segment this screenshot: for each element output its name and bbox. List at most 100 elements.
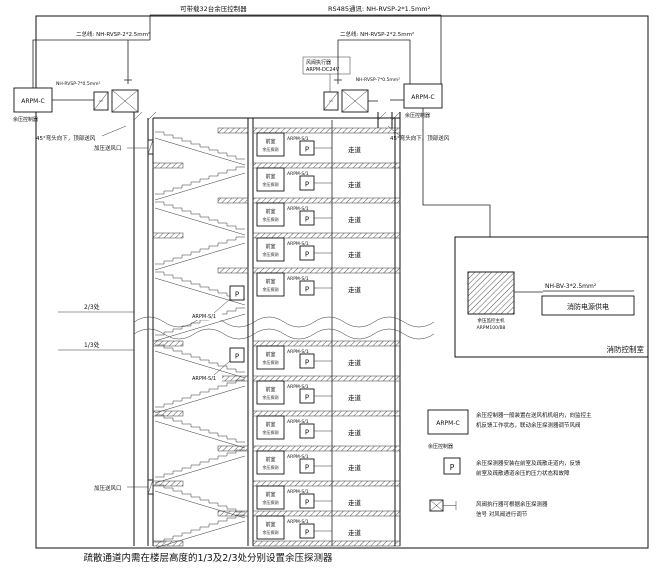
corridor-label: 走道 — [348, 428, 362, 437]
power-wire-label: NH-BV-3*2.5mm² — [545, 283, 597, 290]
stair-landing — [217, 267, 249, 274]
stair-flight-icon — [154, 166, 246, 201]
stair-landing — [217, 127, 249, 134]
unit-label: ARPM-S/1 — [287, 206, 309, 212]
right-elbow-note: 45°弯头向下，顶部送风 — [390, 134, 450, 142]
anteroom-box — [256, 515, 285, 540]
legend-controller-caption: 余压控制器 — [428, 443, 453, 450]
stair-flight-icon — [154, 414, 246, 449]
air-outlet-blade-upper — [147, 139, 154, 155]
stair-landing — [217, 445, 249, 452]
left-elbow-note: 45°弯头向下，顶部送风 — [36, 134, 96, 142]
anteroom-box — [256, 450, 285, 475]
anteroom-label-2: 余压探测 — [263, 216, 279, 222]
corridor-label: 走道 — [348, 528, 362, 537]
stair-landing — [152, 232, 184, 239]
unit-label: ARPM-S/1 — [287, 419, 309, 425]
rs485-label: RS485通讯: NH-RVSP-2*1.5mm² — [328, 4, 431, 13]
floor-slab — [252, 445, 401, 452]
building-walls — [133, 112, 401, 546]
anteroom-label-1: 前室 — [265, 243, 275, 250]
anteroom-label-1: 前室 — [265, 521, 275, 528]
left-controller-name: ARPM-C — [21, 98, 44, 105]
anteroom-label-2: 余压探测 — [263, 359, 279, 365]
anteroom-label-2: 余压探测 — [263, 146, 279, 152]
floor-slab — [252, 267, 401, 274]
detector-letter: P — [305, 359, 309, 367]
break-line-lower — [133, 328, 435, 340]
anteroom-box — [256, 237, 285, 262]
corridor-label: 走道 — [348, 285, 362, 294]
junction-plus-icon — [124, 76, 342, 84]
stair-detector-box-lower — [229, 347, 245, 363]
monitor-host-icon — [467, 271, 515, 315]
unit-label: ARPM-S/1 — [287, 519, 309, 525]
detector-letter: P — [305, 146, 309, 154]
left-damper-blade — [93, 91, 109, 111]
detector-letter: P — [305, 251, 309, 259]
bottom-caption: 疏散通道内需在楼层高度的1/3及2/3处分别设置余压探测器 — [83, 552, 333, 564]
right-fan-blades — [341, 89, 369, 113]
anteroom-label-1: 前室 — [265, 421, 275, 428]
unit-label: ARPM-S/1 — [287, 349, 309, 355]
corridor-label: 走道 — [348, 358, 362, 367]
floor-slab — [252, 410, 401, 417]
air-outlet-label-upper: 加压送风口 — [94, 144, 122, 152]
anteroom-label-1: 前室 — [265, 138, 275, 145]
floor-slab — [252, 510, 401, 517]
unit-label: ARPM-S/1 — [287, 384, 309, 390]
anteroom-box — [256, 485, 285, 510]
legend-actuator-desc-2: 信号 对风阀进行调节 — [476, 510, 528, 518]
detector-letter: P — [305, 286, 309, 294]
label-backing — [190, 373, 222, 382]
floor-slab — [252, 540, 401, 547]
corridor-label: 走道 — [348, 180, 362, 189]
right-controller-name: ARPM-C — [411, 94, 434, 101]
stair-detector-box-upper — [229, 285, 245, 301]
detector-letter: P — [305, 529, 309, 537]
floor-slab — [252, 375, 401, 382]
anteroom-label-1: 前室 — [265, 278, 275, 285]
control-room-label: 消防控制室 — [607, 344, 645, 354]
legend-detector-symbol: P — [450, 463, 455, 472]
anteroom-box — [256, 415, 285, 440]
bus-left-label: 二总线: NH-RVSP-2*2.5mm² — [76, 30, 150, 38]
left-controller-caption: 余压控制器 — [13, 116, 38, 123]
floor-slab — [252, 162, 401, 169]
legend-controller-desc-1: 余压控制器一般装置在送风机机组内，向监控主 — [476, 411, 592, 419]
actuator-label-1: 风阀执行器 — [306, 59, 331, 66]
stair-landing — [217, 197, 249, 204]
anteroom-label-2: 余压探测 — [263, 464, 279, 470]
corridor-label: 走道 — [348, 250, 362, 259]
left-elbow-leader — [101, 125, 127, 137]
anteroom-label-1: 前室 — [265, 456, 275, 463]
anteroom-label-1: 前室 — [265, 386, 275, 393]
unit-label: ARPM-S/1 — [287, 241, 309, 247]
corridor-label: 走道 — [348, 393, 362, 402]
legend-actuator-glyph — [429, 499, 457, 512]
monitor-host-frame — [467, 271, 515, 315]
legend-detector-desc-1: 余压探测器安装在前室及疏散走道内，反馈 — [476, 459, 581, 467]
stair-landing — [152, 340, 184, 347]
stair-flight-icon — [154, 236, 246, 271]
anteroom-label-1: 前室 — [265, 173, 275, 180]
bus-right-label: 二总线: NH-RVSP-2*2.5mm² — [340, 30, 414, 38]
corridor-label: 走道 — [348, 215, 362, 224]
stair-landing — [152, 410, 184, 417]
mark-one-third: 1/3处 — [84, 341, 100, 349]
stair-detector-label-upper: ARPM-S/1 — [192, 314, 216, 320]
legend-actuator-desc-1: 风阀执行器可根据余压探测器 — [476, 500, 548, 508]
anteroom-box — [256, 345, 285, 370]
anteroom-label-2: 余压探测 — [263, 394, 279, 400]
right-elbow-icon — [377, 111, 401, 121]
stair-landing — [152, 162, 184, 169]
floor-slab — [252, 127, 401, 134]
unit-label: ARPM-S/1 — [287, 136, 309, 142]
stair-landing — [152, 480, 184, 487]
